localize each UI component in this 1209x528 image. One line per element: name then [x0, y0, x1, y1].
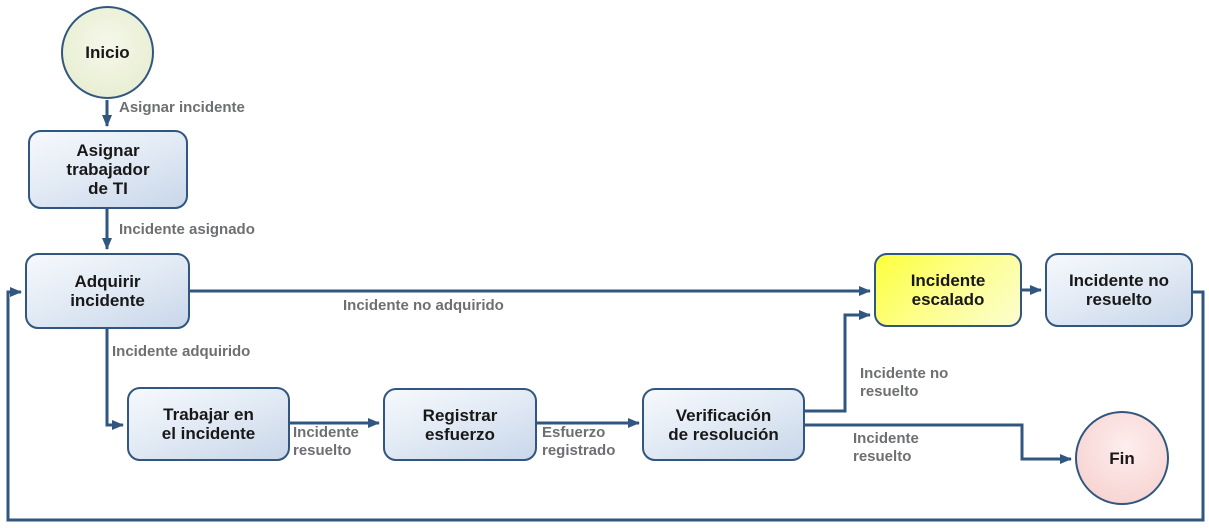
node-inicio-label: Inicio [85, 43, 130, 62]
node-asignar-trabajador-label: Asignar trabajador de TI [66, 141, 150, 198]
edge-label-incidente-resuelto-trabajo: Incidente resuelto [293, 424, 359, 459]
node-adquirir-label: Adquirir incidente [70, 272, 145, 310]
node-no-resuelto-label: Incidente no resuelto [1068, 271, 1170, 309]
node-registrar: Registrar esfuerzo [383, 388, 537, 461]
edge-label-incidente-no-adquirido: Incidente no adquirido [343, 297, 504, 314]
edge-adquirir-trabajar [105, 329, 124, 430]
node-verificacion: Verificación de resolución [642, 388, 805, 461]
node-inicio: Inicio [61, 6, 154, 99]
node-asignar-trabajador: Asignar trabajador de TI [28, 130, 188, 209]
node-escalado: Incidente escalado [874, 253, 1022, 327]
edge-verificacion-escalado [805, 310, 871, 413]
node-no-resuelto: Incidente no resuelto [1045, 253, 1193, 327]
edge-label-incidente-adquirido: Incidente adquirido [112, 343, 251, 360]
edge-label-asignar-incidente: Asignar incidente [119, 99, 245, 116]
node-fin: Fin [1075, 411, 1169, 505]
node-trabajar: Trabajar en el incidente [127, 387, 290, 461]
node-verificacion-label: Verificación de resolución [668, 405, 779, 444]
edge-verificacion-fin [805, 423, 1072, 464]
node-trabajar-label: Trabajar en el incidente [161, 405, 256, 443]
edge-loop-noresuelto-adquirir [6, 287, 1205, 522]
edge-label-esfuerzo-registrado: Esfuerzo registrado [542, 424, 616, 459]
edge-label-incidente-asignado: Incidente asignado [119, 221, 255, 238]
node-escalado-label: Incidente escalado [910, 271, 986, 309]
node-registrar-label: Registrar esfuerzo [422, 405, 498, 444]
edge-label-incidente-no-resuelto: Incidente no resuelto [860, 365, 949, 400]
edge-label-incidente-resuelto-fin: Incidente resuelto [853, 430, 919, 465]
node-adquirir: Adquirir incidente [25, 253, 190, 329]
node-fin-label: Fin [1109, 448, 1135, 468]
